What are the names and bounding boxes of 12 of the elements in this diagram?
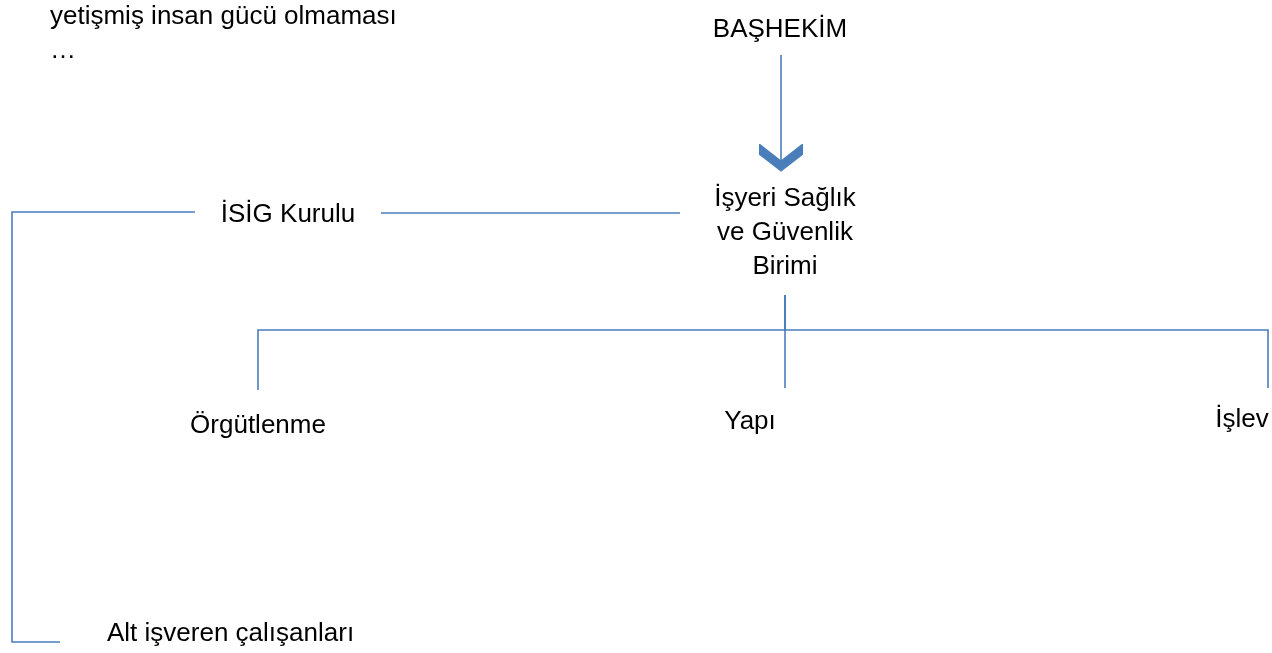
note-text: yetişmiş insan gücü olmaması	[50, 0, 397, 30]
node-text: Yapı	[724, 404, 776, 437]
node-text: BAŞHEKİM	[712, 11, 848, 45]
connector-line	[784, 294, 1269, 389]
node-text: İSİG Kurulu	[220, 197, 356, 230]
node-text: Örgütlenme	[190, 408, 326, 441]
connector-line	[380, 212, 681, 214]
node-text: İşyeri Sağlık ve Güvenlik Birimi	[713, 180, 857, 282]
node-text: İşlev	[1215, 402, 1269, 435]
node-text: Alt işveren çalışanları	[107, 616, 355, 649]
connector-line	[11, 211, 196, 643]
ellipsis-text: …	[50, 34, 76, 64]
